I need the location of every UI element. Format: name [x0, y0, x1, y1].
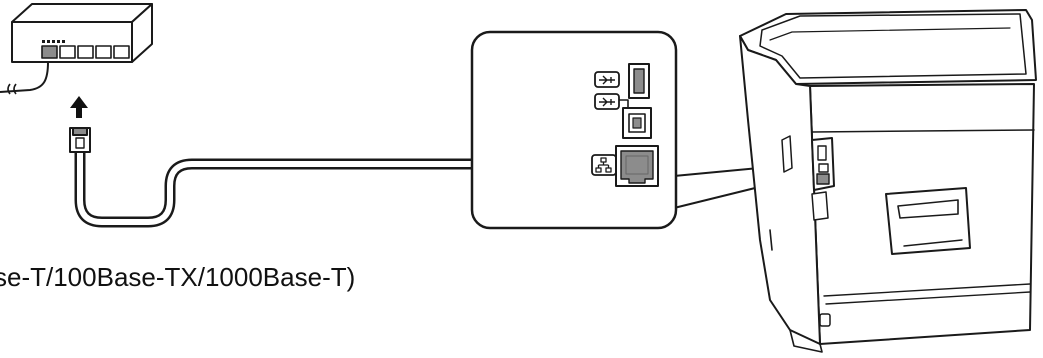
lan-cable [74, 144, 498, 228]
usb-a-port [594, 63, 650, 99]
network-standard-caption: se-T/100Base-TX/1000Base-T) [0, 262, 356, 292]
usb-icon [599, 97, 615, 107]
port-detail-panel [470, 30, 813, 230]
hub-power-cord [0, 61, 49, 93]
lan-connector-hub-end [69, 127, 91, 153]
hub-port-1 [41, 45, 58, 59]
arrow-up-icon [70, 96, 88, 118]
hub-status-leds [42, 40, 65, 43]
network-hub [0, 3, 153, 95]
hub-port-2 [59, 45, 76, 59]
lan-port [591, 145, 659, 187]
printer-interface-panel [781, 135, 835, 221]
hub-ports [41, 45, 130, 59]
hub-port-5 [113, 45, 130, 59]
hub-port-3 [77, 45, 94, 59]
rear-handle [885, 187, 971, 255]
printer-rear [739, 9, 1037, 353]
rear-power-inlet [819, 313, 831, 327]
usb-b-port [594, 93, 652, 139]
lan-network-icon [595, 157, 612, 173]
printer-lan-port [816, 173, 830, 185]
hub-port-4 [95, 45, 112, 59]
usb-icon [599, 75, 615, 85]
